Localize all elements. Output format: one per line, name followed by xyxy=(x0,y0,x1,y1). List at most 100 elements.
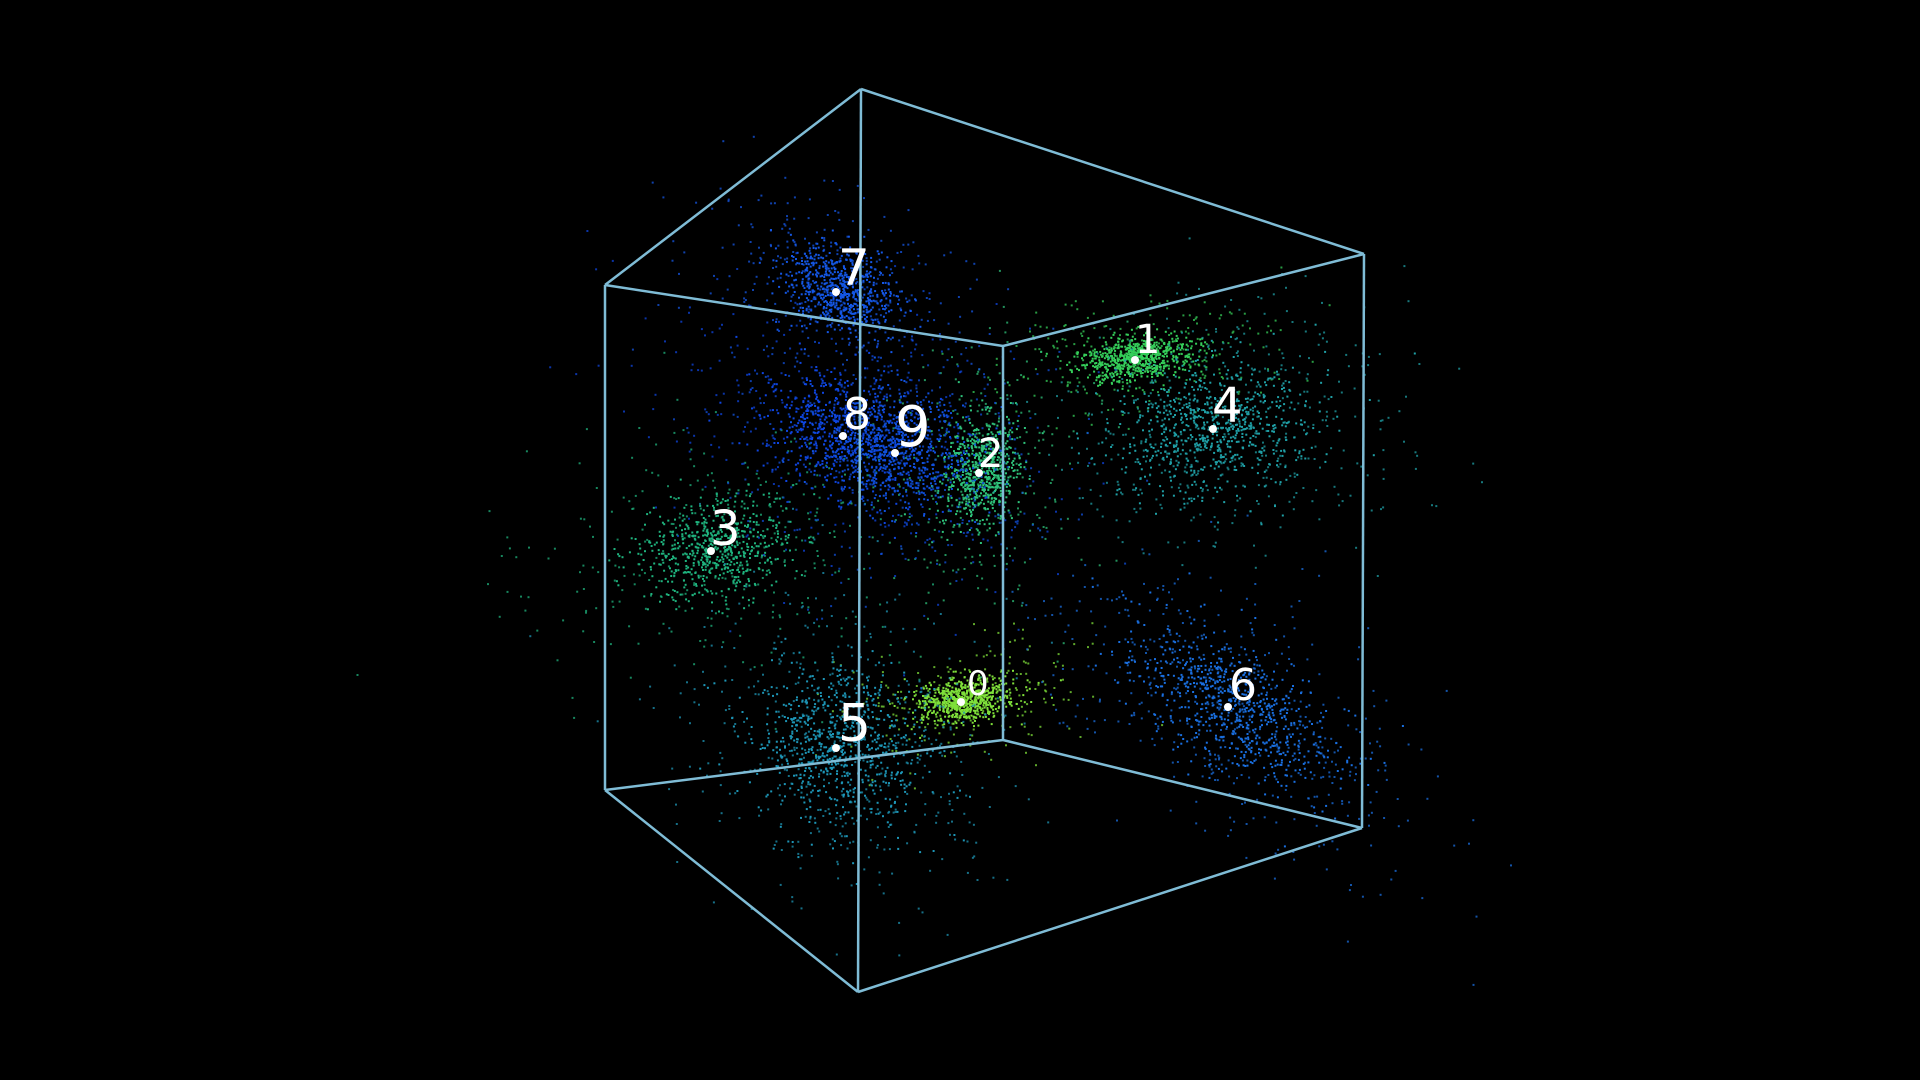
data-point xyxy=(597,571,600,574)
data-point xyxy=(1299,423,1302,426)
data-point xyxy=(1012,464,1015,466)
data-point xyxy=(1236,391,1239,394)
data-point xyxy=(866,697,869,700)
data-point xyxy=(715,564,718,567)
data-point xyxy=(955,475,958,478)
data-point xyxy=(1215,405,1218,408)
data-point xyxy=(977,675,980,678)
data-point xyxy=(1146,375,1149,378)
data-point xyxy=(965,692,968,695)
data-point xyxy=(743,530,746,533)
data-point xyxy=(1157,354,1160,357)
data-point xyxy=(807,606,810,609)
data-point xyxy=(1017,513,1020,516)
data-point xyxy=(1252,426,1255,429)
data-point xyxy=(1095,362,1098,364)
data-point xyxy=(877,499,880,502)
data-point xyxy=(748,580,750,583)
data-point xyxy=(918,700,921,703)
data-point xyxy=(1148,430,1151,433)
data-point xyxy=(662,552,665,555)
data-point xyxy=(983,490,986,493)
data-point xyxy=(1099,494,1102,497)
data-point xyxy=(1108,346,1111,349)
data-point xyxy=(1102,374,1104,377)
data-point xyxy=(1227,419,1230,422)
data-point xyxy=(1091,413,1093,416)
data-point xyxy=(964,692,967,695)
data-point xyxy=(1231,387,1234,390)
data-point xyxy=(1248,427,1251,430)
data-point xyxy=(1129,345,1132,348)
data-point xyxy=(1008,384,1011,387)
data-point xyxy=(941,426,944,429)
data-point xyxy=(1189,428,1192,431)
data-point xyxy=(644,607,647,610)
data-point xyxy=(1192,516,1195,519)
data-point xyxy=(1269,377,1272,380)
data-point xyxy=(722,641,725,644)
data-point xyxy=(1215,431,1218,434)
data-point xyxy=(966,446,969,448)
data-point xyxy=(960,696,962,698)
data-point xyxy=(1150,346,1153,348)
data-point xyxy=(764,535,766,538)
data-point xyxy=(1150,372,1153,375)
data-point xyxy=(712,561,715,564)
data-point xyxy=(955,693,958,696)
data-point xyxy=(1118,363,1121,366)
data-point xyxy=(650,593,653,595)
data-point xyxy=(1056,355,1059,358)
data-point xyxy=(727,588,730,591)
data-point xyxy=(1195,342,1198,345)
data-point xyxy=(794,577,797,580)
data-point xyxy=(637,552,640,555)
data-point xyxy=(752,535,755,538)
data-point xyxy=(668,559,671,561)
data-point xyxy=(964,462,967,465)
data-point xyxy=(998,456,1001,459)
data-point xyxy=(1176,464,1179,467)
data-point xyxy=(946,505,949,508)
data-point xyxy=(689,484,692,487)
data-point xyxy=(1190,465,1193,468)
data-point xyxy=(1132,363,1135,366)
data-point xyxy=(828,467,831,470)
data-point xyxy=(977,533,980,536)
data-point xyxy=(1148,422,1151,425)
data-point xyxy=(663,351,666,354)
data-point xyxy=(757,477,760,480)
data-point xyxy=(1159,367,1162,370)
data-point xyxy=(810,541,813,544)
data-point xyxy=(979,520,982,522)
data-point xyxy=(1220,427,1223,430)
data-point xyxy=(1106,353,1109,356)
data-point xyxy=(1084,412,1087,415)
data-point xyxy=(1187,486,1190,489)
data-point xyxy=(922,687,925,690)
data-point xyxy=(1113,331,1116,334)
data-point xyxy=(650,594,652,597)
data-point xyxy=(772,604,775,607)
data-point xyxy=(1124,359,1127,362)
data-point xyxy=(1163,439,1166,442)
data-point xyxy=(678,545,681,548)
data-point xyxy=(1105,363,1108,366)
data-point xyxy=(1082,330,1085,333)
data-point xyxy=(1115,559,1118,562)
data-point xyxy=(735,534,738,537)
data-point xyxy=(933,700,935,703)
data-point xyxy=(775,580,778,583)
data-point xyxy=(714,612,717,615)
data-point xyxy=(1202,439,1205,442)
data-point xyxy=(1042,438,1045,441)
data-point xyxy=(971,734,974,737)
data-point xyxy=(1064,324,1067,326)
data-point xyxy=(1183,386,1186,389)
data-point xyxy=(717,530,720,533)
data-point xyxy=(977,464,979,467)
data-point xyxy=(1008,484,1011,487)
data-point xyxy=(1347,365,1350,368)
data-point xyxy=(903,678,906,681)
data-point xyxy=(887,699,890,702)
